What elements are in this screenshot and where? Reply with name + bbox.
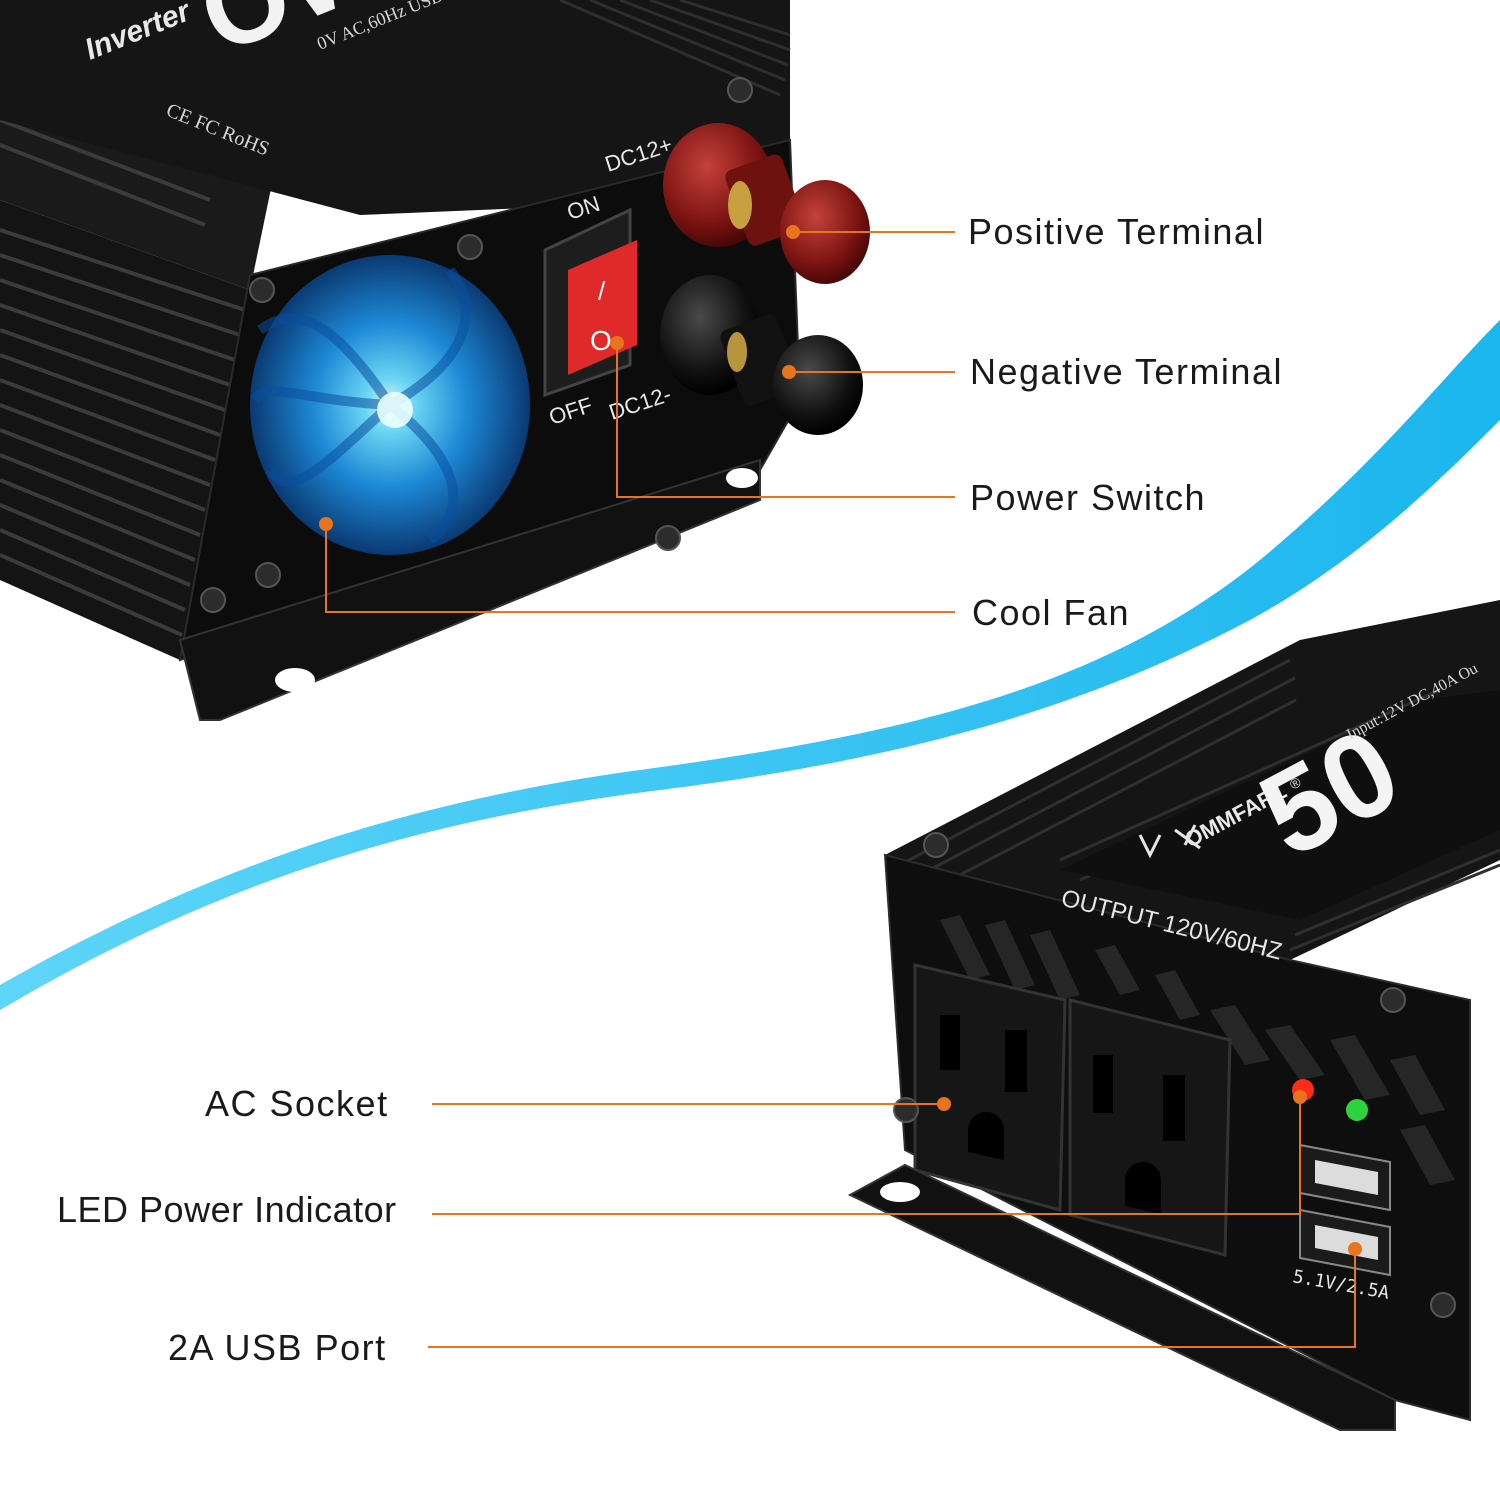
ac-socket-left [913, 963, 1067, 1212]
side-heatsink-fins [0, 18, 246, 637]
switch-off-glyph: O [590, 325, 612, 356]
switch-on-glyph: / [598, 276, 606, 306]
label-cool-fan: Cool Fan [972, 592, 1131, 633]
ac-socket-right [1068, 998, 1232, 1257]
negative-terminal-knob [660, 275, 863, 435]
label-negative-terminal: Negative Terminal [970, 351, 1283, 392]
label-power-switch: Power Switch [970, 477, 1207, 518]
panel-screws [200, 77, 753, 613]
accent-wave [0, 320, 1500, 1010]
warning-symbol [1138, 824, 1201, 859]
label-usb-port: 2A USB Port [168, 1327, 387, 1368]
cooling-fan [250, 255, 530, 555]
label-positive-terminal: Positive Terminal [968, 211, 1265, 252]
label-ac-socket: AC Socket [205, 1083, 389, 1124]
vent-slots [940, 915, 1455, 1185]
bottom-mounting-foot [847, 1163, 1396, 1431]
callout-leaders [325, 231, 1356, 1348]
mounting-foot [178, 458, 761, 721]
bottom-inverter: OMMFARL ® 50 Input:12V DC,40A Ou OUTPUT … [847, 600, 1500, 1431]
led-green [1346, 1099, 1368, 1121]
top-inverter: Inverter OW 0V AC,60Hz USB:DC,5V 2.0A CE… [0, 0, 870, 721]
callout-dots [319, 225, 1362, 1256]
label-led-power-indicator: LED Power Indicator [57, 1189, 397, 1230]
usb-ports [1299, 1143, 1391, 1277]
